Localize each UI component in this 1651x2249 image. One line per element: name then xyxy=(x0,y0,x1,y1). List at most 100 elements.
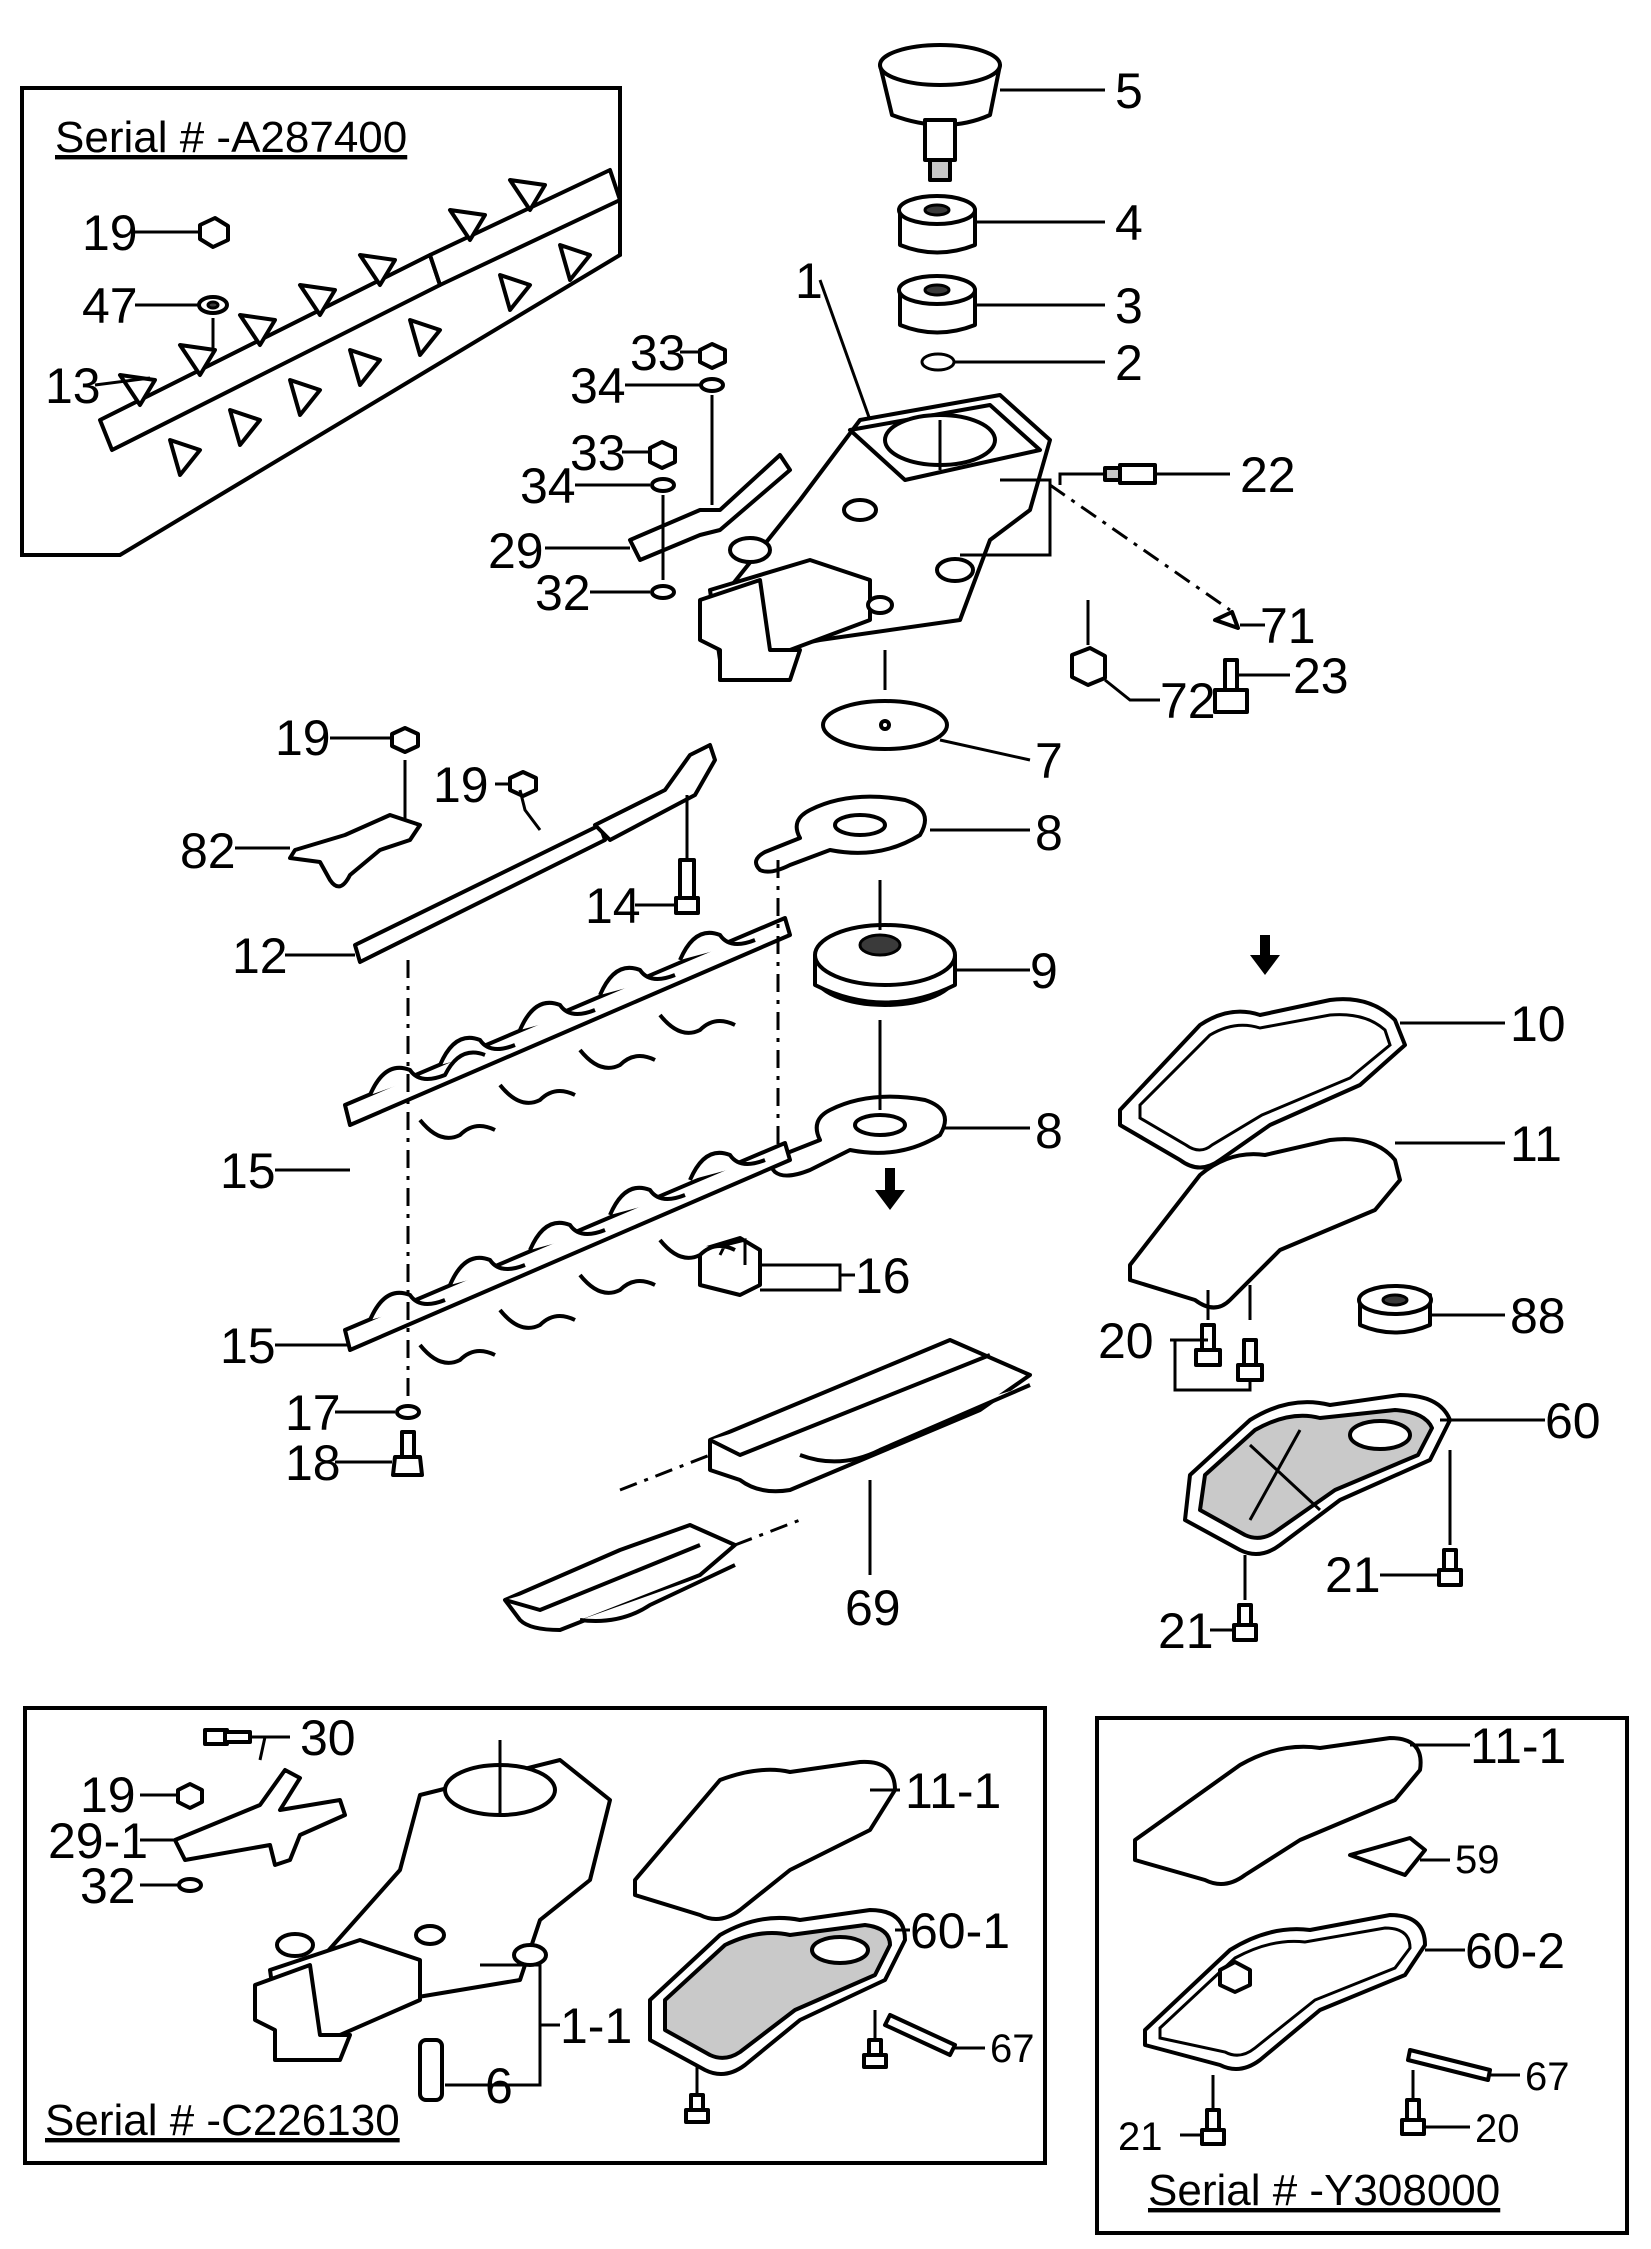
part-1-1-gear-case: 1-1 xyxy=(253,1740,632,2087)
part-59-plate: 59 xyxy=(1348,1836,1500,1882)
arrow-down-icon xyxy=(875,1168,905,1210)
serial-label-y308000: Serial # -Y308000 xyxy=(1148,2166,1500,2215)
arrow-down-icon-right xyxy=(1250,935,1280,975)
callout-a47: 47 xyxy=(82,278,138,334)
part-69-blade-cover: 69 xyxy=(503,1338,1032,1636)
callout-p19a: 19 xyxy=(275,710,331,766)
part-21-screw-b: 21 xyxy=(1158,1555,1258,1659)
callout-p9: 9 xyxy=(1030,943,1058,999)
part-9-gear: 9 xyxy=(813,880,1058,1007)
washer-47-a xyxy=(197,295,229,315)
part-8-plate-upper: 8 xyxy=(754,794,1063,874)
part-14-bolt: 14 xyxy=(585,795,700,934)
part-33-nut-upper: 33 xyxy=(630,325,727,381)
part-6-pin: 6 xyxy=(418,2038,513,2114)
part-32-washer-c: 32 xyxy=(80,1858,203,1914)
part-82-guard: 82 xyxy=(180,760,422,889)
callout-p34b: 34 xyxy=(520,458,576,514)
part-16-blade-guide: 16 xyxy=(698,1236,911,1304)
callout-p71: 71 xyxy=(1260,598,1316,654)
part-34-washer-upper: 34 xyxy=(570,358,725,414)
part-3-bearing: 3 xyxy=(897,274,1143,335)
part-17-washer: 17 xyxy=(285,1385,421,1441)
callout-p88: 88 xyxy=(1510,1288,1566,1344)
part-1-gear-case: 1 xyxy=(698,253,1052,682)
callout-c32: 32 xyxy=(80,1858,136,1914)
part-2-circlip: 2 xyxy=(920,335,1143,391)
callout-p16: 16 xyxy=(855,1248,911,1304)
part-23-screw: 23 xyxy=(1213,648,1349,714)
callout-p21b: 21 xyxy=(1158,1603,1214,1659)
callout-p8b: 8 xyxy=(1035,1103,1063,1159)
callout-p17: 17 xyxy=(285,1385,341,1441)
blade-13-drawing xyxy=(98,168,622,477)
callout-p2: 2 xyxy=(1115,335,1143,391)
part-29-1-plate: 29-1 xyxy=(48,1768,347,1869)
part-60-gear-case-cover: 60 xyxy=(1183,1393,1601,1556)
part-33-nut-lower: 33 xyxy=(570,425,677,481)
callout-c60-1: 60-1 xyxy=(910,1903,1010,1959)
part-67-rod-c: 67 xyxy=(883,2013,1035,2071)
callout-p19b: 19 xyxy=(433,757,489,813)
callout-y20: 20 xyxy=(1475,2107,1520,2151)
callout-y59: 59 xyxy=(1455,1838,1500,1882)
part-67-rod-y: 67 xyxy=(1406,2048,1570,2099)
callout-p10: 10 xyxy=(1510,996,1566,1052)
part-88-bearing: 88 xyxy=(1357,1284,1566,1344)
callout-p72: 72 xyxy=(1160,673,1216,729)
callout-p21a: 21 xyxy=(1325,1547,1381,1603)
callout-p33b: 33 xyxy=(570,425,626,481)
callout-c19: 19 xyxy=(80,1767,136,1823)
part-11-1-plate-y: 11-1 xyxy=(1133,1718,1566,1886)
callout-y11-1: 11-1 xyxy=(1470,1718,1566,1774)
part-19-nut-left: 19 xyxy=(275,710,420,766)
part-21-screw-y: 21 xyxy=(1118,2075,1226,2159)
part-29-plate: 29 xyxy=(488,395,792,579)
part-20-screw-y: 20 xyxy=(1400,2070,1520,2151)
part-60-2-cover-y: 60-2 xyxy=(1143,1913,1565,2071)
part-30-bolt: 30 xyxy=(203,1710,356,1766)
callout-p60: 60 xyxy=(1545,1393,1601,1449)
part-screws-c xyxy=(684,2010,888,2124)
callout-p3: 3 xyxy=(1115,278,1143,334)
main-exploded-assembly: 5 4 3 2 xyxy=(180,43,1601,1659)
inset-serial-a287400: Serial # -A287400 19 47 13 xyxy=(20,86,622,557)
part-21-screw-a: 21 xyxy=(1325,1450,1463,1603)
part-5-drive-cup: 5 xyxy=(878,43,1143,182)
callout-a13: 13 xyxy=(45,358,101,414)
inset-serial-c226130: Serial # -C226130 30 19 29-1 32 xyxy=(23,1706,1047,2165)
part-32-washer: 32 xyxy=(535,495,676,621)
callout-y21: 21 xyxy=(1118,2115,1163,2159)
callout-p18: 18 xyxy=(285,1435,341,1491)
part-22-grease-fitting: 22 xyxy=(1058,447,1296,503)
part-8-plate-lower: 8 xyxy=(769,1020,1063,1178)
part-71-washer: 71 xyxy=(1213,598,1316,654)
callout-p82: 82 xyxy=(180,823,236,879)
callout-p8a: 8 xyxy=(1035,805,1063,861)
callout-p34a: 34 xyxy=(570,358,626,414)
part-18-bolt: 18 xyxy=(285,1430,424,1491)
part-19-nut-c: 19 xyxy=(80,1767,204,1823)
part-15-blade-upper: 15 xyxy=(220,916,792,1199)
serial-label-c226130: Serial # -C226130 xyxy=(45,2096,400,2145)
callout-y60-2: 60-2 xyxy=(1465,1923,1565,1979)
part-11-1-plate-c: 11-1 xyxy=(633,1759,1001,1921)
callout-p15b: 15 xyxy=(220,1318,276,1374)
part-7-disc: 7 xyxy=(821,650,1063,789)
part-15-blade-lower: 15 xyxy=(220,1141,792,1374)
callout-p4: 4 xyxy=(1115,195,1143,251)
part-20-screws: 20 xyxy=(1098,1285,1264,1392)
callout-p15a: 15 xyxy=(220,1143,276,1199)
part-60-1-cover-c: 60-1 xyxy=(648,1903,1010,2076)
nut-19-a xyxy=(198,216,230,249)
callout-c6: 6 xyxy=(485,2058,513,2114)
part-12-blade-bar: 12 xyxy=(232,743,717,984)
callout-p1: 1 xyxy=(795,253,823,309)
callout-a19: 19 xyxy=(82,205,138,261)
callout-p69: 69 xyxy=(845,1580,901,1636)
callout-p7: 7 xyxy=(1035,733,1063,789)
part-4-bearing: 4 xyxy=(897,194,1143,255)
serial-label-a287400: Serial # -A287400 xyxy=(55,113,407,162)
callout-p5: 5 xyxy=(1115,63,1143,119)
callout-p11: 11 xyxy=(1510,1116,1562,1172)
